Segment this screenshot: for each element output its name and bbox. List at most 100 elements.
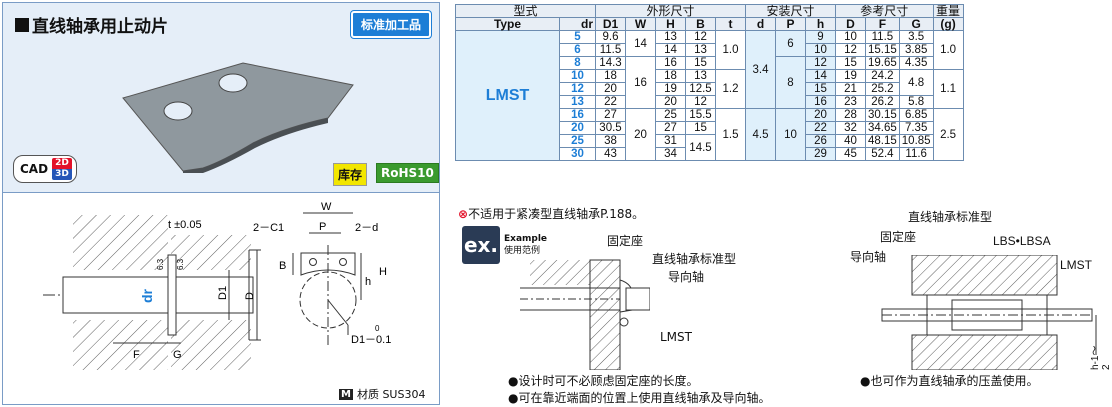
f-cell: 48.15	[865, 134, 900, 148]
example-drawing-left	[520, 259, 650, 370]
f-cell: 52.4	[865, 147, 900, 161]
col-header: dr	[559, 17, 596, 31]
col-header: Type	[455, 17, 560, 31]
lbs-label: LBS•LBSA	[993, 234, 1051, 248]
material-info: M 材质 SUS304	[339, 386, 425, 402]
example-icon: ex.	[462, 226, 500, 264]
d1-cell: 14.3	[595, 56, 626, 70]
col-header: D	[835, 17, 866, 31]
h-cell: 25	[655, 108, 686, 122]
table-row: 10 18 18 13 1.2 14 19 24.2 4.8 1.1	[456, 69, 964, 109]
col-header: B	[685, 17, 716, 31]
col-header: D1	[595, 17, 626, 31]
w-dimension-label: W	[321, 201, 332, 213]
dd-cell: 15	[835, 56, 866, 70]
weight-cell: 2.5	[932, 108, 964, 161]
cad-3d-label: 3D	[52, 169, 72, 180]
roughness-label: 6.3	[156, 258, 165, 270]
col-header: t	[715, 17, 746, 31]
table-row: 13 22 20 12 16 23 26.2 5.8	[456, 95, 964, 109]
w-cell: 16	[625, 56, 656, 109]
material-icon: M	[339, 388, 353, 400]
technical-drawing: t ±0.05 6.3 6.3 dr D1 D F G W P 2－C1 2－d…	[43, 201, 391, 370]
table-row: 25 38 31 14.5 26 40 48.15 10.85	[456, 134, 964, 161]
example-drawing-right	[881, 255, 1097, 370]
d-dimension-label: D	[244, 292, 256, 300]
b-cell: 15.5	[685, 108, 716, 122]
p-cell: 6	[775, 30, 806, 57]
lmst-label: LMST	[660, 330, 692, 344]
b-dimension-label: B	[279, 260, 286, 272]
weight-cell: 1.1	[932, 69, 964, 109]
g-cell: 3.85	[898, 43, 934, 57]
h-cell: 31	[655, 134, 686, 148]
table-row: 30 43 34 29 45 52.4 11.6	[456, 147, 964, 161]
dd-cell: 32	[835, 121, 866, 135]
dd-cell: 21	[835, 82, 866, 96]
hh-cell: 9	[805, 30, 836, 44]
d-cell: 4.5	[745, 108, 776, 161]
f-cell: 25.2	[865, 82, 900, 96]
col-header: d	[745, 17, 776, 31]
bullet-note: ●可在靠近端面的位置上使用直线轴承及导向轴。	[508, 391, 771, 405]
h-cell: 19	[655, 82, 686, 96]
p-cell: 8	[775, 56, 806, 109]
not-applicable-note: ⊗不适用于紧凑型直线轴承P.188。	[458, 205, 644, 222]
dr-cell: 25	[559, 134, 596, 148]
square-icon	[15, 17, 29, 32]
col-header: h	[805, 17, 836, 31]
rohs-badge: RoHS10	[376, 163, 439, 183]
h-clearance-label: h-1～2	[1090, 345, 1112, 370]
t-cell: 1.0	[715, 30, 746, 70]
col-header: P	[775, 17, 806, 31]
dr-cell: 8	[559, 56, 596, 70]
product-title-text: 直线轴承用止动片	[32, 17, 168, 37]
type-cell: LMST	[455, 30, 560, 161]
hh-cell: 10	[805, 43, 836, 57]
bullet-note: ●也可作为直线轴承的压盖使用。	[860, 374, 1039, 388]
b-cell: 13	[685, 69, 716, 83]
dr-cell: 12	[559, 82, 596, 96]
f-dimension-label: F	[133, 349, 140, 361]
material-text: 材质 SUS304	[356, 388, 426, 401]
bullet-note: ●设计时可不必顾虑固定座的长度。	[508, 374, 699, 388]
weight-cell: 1.0	[932, 30, 964, 70]
group-header-reference: 参考尺寸	[835, 4, 934, 18]
g-cell: 4.35	[898, 56, 934, 70]
dr-cell: 10	[559, 69, 596, 83]
d1-tolerance-label: D1－0.1	[351, 334, 391, 346]
dr-cell: 5	[559, 30, 596, 44]
not-applicable-text: 不适用于紧凑型直线轴承P.188。	[468, 207, 645, 221]
col-header: F	[865, 17, 900, 31]
g-cell: 7.35	[898, 121, 934, 135]
col-header: H	[655, 17, 686, 31]
hh-cell: 14	[805, 69, 836, 83]
table-row: LMST 5 9.6 14 13 12 1.0 3.4 6 9 10 11.5 …	[455, 30, 964, 161]
dr-cell: 13	[559, 95, 596, 109]
b-cell: 15	[685, 121, 716, 135]
dd-cell: 19	[835, 69, 866, 83]
prohibit-icon: ⊗	[458, 207, 469, 221]
lm-standard-label-right: 直线轴承标准型	[908, 210, 993, 224]
b-cell: 15	[685, 56, 716, 70]
dd-cell: 28	[835, 108, 866, 122]
dd-cell: 40	[835, 134, 866, 148]
g-cell: 6.85	[898, 108, 934, 122]
d1-cell: 11.5	[595, 43, 626, 57]
h-small-label: h	[365, 276, 371, 288]
guide-shaft-label-right: 导向轴	[850, 250, 887, 264]
lm-standard-label: 直线轴承标准型	[652, 252, 737, 266]
group-header-shape: 外形尺寸	[595, 4, 746, 18]
g-cell: 10.85	[898, 134, 934, 148]
f-cell: 24.2	[865, 69, 900, 83]
g-cell: 5.8	[898, 95, 934, 109]
d1-cell: 9.6	[595, 30, 626, 44]
fixed-seat-label-right: 固定座	[880, 230, 917, 244]
cad-2d-label: 2D	[52, 158, 72, 169]
b-cell: 12	[685, 95, 716, 109]
d1-dimension-label: D1	[217, 286, 229, 300]
h-cell: 14	[655, 43, 686, 57]
